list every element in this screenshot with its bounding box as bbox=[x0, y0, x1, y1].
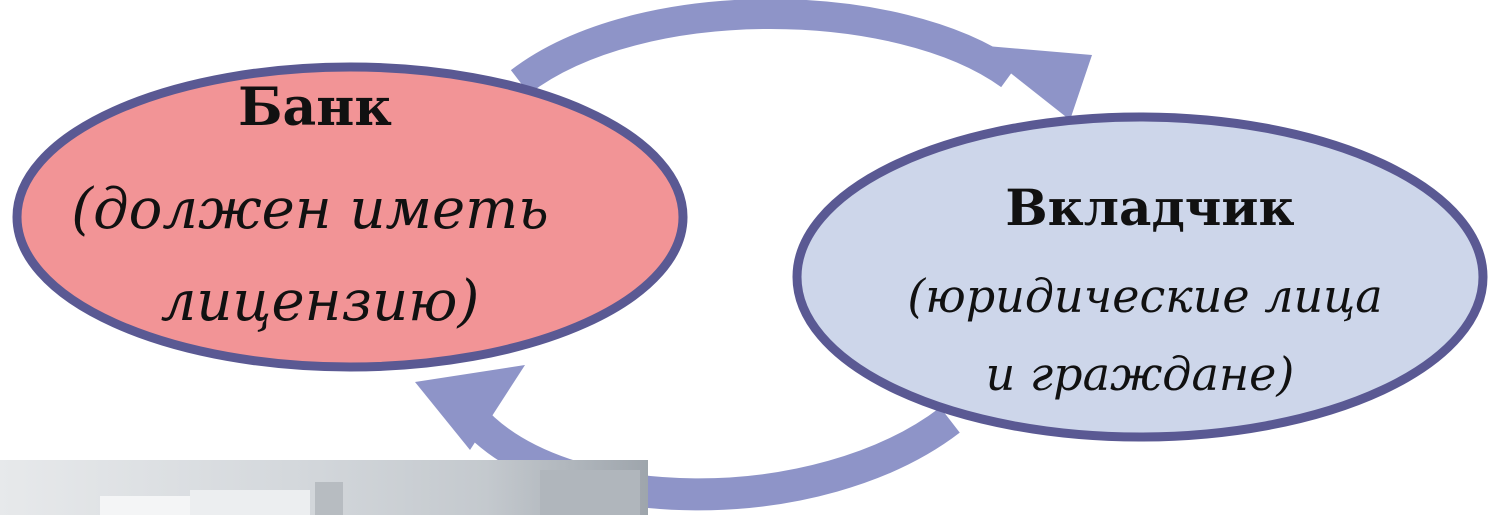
depositor-ellipse bbox=[792, 112, 1488, 442]
bottom-arrow-shaft bbox=[457, 404, 960, 511]
photo-detail-2 bbox=[190, 490, 310, 515]
photo-detail-1 bbox=[100, 496, 190, 515]
bank-title: Банк bbox=[238, 77, 392, 138]
depositor-title: Вкладчик bbox=[1005, 178, 1294, 237]
photo-fragment bbox=[0, 460, 648, 515]
bottom-arrow bbox=[415, 365, 960, 511]
bank-node: Банк (должен иметь лицензию) bbox=[12, 62, 688, 372]
bank-line1: (должен иметь bbox=[71, 177, 548, 242]
depositor-node: Вкладчик (юридические лица и граждане) bbox=[792, 112, 1488, 442]
depositor-line2: и граждане) bbox=[986, 347, 1295, 401]
photo-detail-4 bbox=[540, 470, 640, 515]
top-arrow bbox=[510, 0, 1092, 120]
depositor-line1: (юридические лица bbox=[907, 269, 1382, 323]
bottom-arrow-head bbox=[415, 365, 525, 450]
bank-ellipse bbox=[12, 62, 688, 372]
top-arrow-head bbox=[975, 45, 1092, 120]
bank-line2: лицензию) bbox=[161, 269, 480, 334]
top-arrow-shaft bbox=[510, 0, 1019, 95]
photo-detail-3 bbox=[315, 482, 343, 515]
